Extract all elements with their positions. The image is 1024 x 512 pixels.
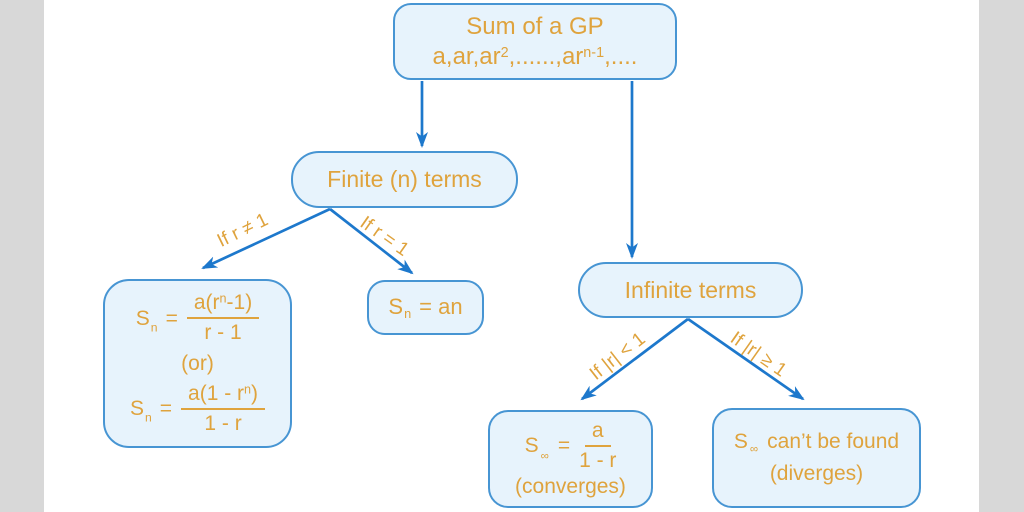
formula-lhs: Sn = [129,397,173,425]
equals-sign: = [165,306,178,330]
node-infinite-terms: Infinite terms [578,262,803,318]
gp-sequence: a,ar,ar2,......,arn-1,.... [433,42,638,72]
seq-part: a,ar,ar [432,42,501,70]
sym-s: S [135,306,150,330]
fraction-numerator: a [584,419,611,447]
node-finite-formulas: Sn= a(rn-1) r - 1 (or) Sn= a(1 - rn) 1 -… [103,279,292,448]
sym-s: S [733,430,748,454]
sub-n: n [144,410,152,425]
num-superscript: n [244,382,252,397]
sym-s: S [524,434,539,458]
sub-infinity: ∞ [540,450,549,463]
formula-s-infinity: S∞ = a 1 - r [525,419,617,473]
node-sum-of-gp: Sum of a GP a,ar,ar2,......,arn-1,.... [393,3,677,80]
fraction: a(rn-1) r - 1 [186,291,260,345]
fraction-denominator: 1 - r [579,449,617,472]
fraction-denominator: r - 1 [204,321,242,345]
node-sum-of-gp-title: Sum of a GP [466,12,604,40]
seq-part: ,.... [604,42,638,70]
node-finite-terms: Finite (n) terms [291,151,518,208]
num-part: a(1 - r [188,381,245,405]
formula-lhs: S∞ = [524,434,571,463]
s-infinity-cant-be-found: S∞ can’t be found [733,430,900,456]
formula-sn-r-ne-1: Sn= a(rn-1) r - 1 [135,291,260,345]
num-part: a(r [193,291,220,315]
diverges-text: can’t be found [767,430,900,454]
seq-part: ,......,ar [508,42,584,70]
fraction: a 1 - r [579,419,616,473]
equals-sign: = [159,397,173,421]
node-finite-terms-label: Finite (n) terms [327,166,482,192]
or-label: (or) [181,351,214,375]
num-part: ) [251,381,259,405]
seq-superscript: n-1 [583,44,605,61]
node-infinite-terms-label: Infinite terms [624,276,757,303]
formula-sn-alternate: Sn= a(1 - rn) 1 - r [129,381,266,436]
formula-rhs: = an [419,294,463,320]
num-superscript: n [219,291,227,306]
sym-s: S [388,294,404,320]
num-part: -1) [226,291,253,315]
node-diverges: S∞ can’t be found (diverges) [712,408,921,508]
diverges-note: (diverges) [769,461,864,485]
fraction-numerator: a(1 - rn) [181,381,266,410]
sub-n: n [150,320,158,335]
fraction-numerator: a(rn-1) [186,291,260,320]
formula-lhs: Sn = [135,306,178,335]
fraction: a(1 - rn) 1 - r [181,381,266,436]
converges-note: (converges) [515,475,626,499]
seq-superscript: 2 [500,44,509,61]
sub-infinity: ∞ [749,443,759,456]
sym-s: S [129,397,144,421]
sub-n: n [404,306,412,322]
node-converges: S∞ = a 1 - r (converges) [488,410,653,508]
equals-sign: = [557,434,571,458]
fraction-denominator: 1 - r [204,411,242,435]
